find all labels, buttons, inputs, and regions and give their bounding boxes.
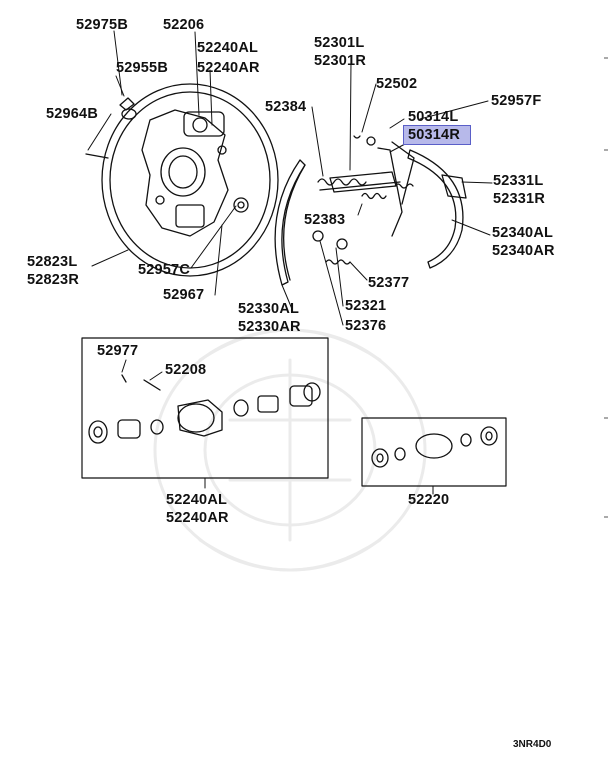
part-label-52377[interactable]: 52377: [368, 275, 410, 291]
part-label-52331R[interactable]: 52331R: [493, 191, 545, 207]
part-label-52957F[interactable]: 52957F: [491, 93, 542, 109]
part-label-52321[interactable]: 52321: [345, 298, 387, 314]
part-label-52240AR-box[interactable]: 52240AR: [166, 510, 229, 526]
part-label-52240AL-top[interactable]: 52240AL: [197, 40, 259, 56]
part-label-52220[interactable]: 52220: [408, 492, 450, 508]
watermark-emblem: [153, 328, 427, 572]
part-label-50314L[interactable]: 50314L: [408, 109, 459, 125]
part-label-52376[interactable]: 52376: [345, 318, 387, 334]
part-label-52330AL[interactable]: 52330AL: [238, 301, 300, 317]
drawing-code: 3NR4D0: [513, 739, 552, 750]
wheel-cylinder-drawing: [88, 359, 321, 444]
part-label-52331L[interactable]: 52331L: [493, 173, 544, 189]
repair-kit-box: [361, 417, 507, 487]
part-label-52330AR[interactable]: 52330AR: [238, 319, 301, 335]
part-label-52301L[interactable]: 52301L: [314, 35, 365, 51]
part-label-52975B[interactable]: 52975B: [76, 17, 128, 33]
part-label-52383[interactable]: 52383: [304, 212, 346, 228]
part-label-52208[interactable]: 52208: [165, 362, 207, 378]
backing-plate-drawing: [85, 83, 279, 277]
part-label-52340AL[interactable]: 52340AL: [492, 225, 554, 241]
part-label-52823L[interactable]: 52823L: [27, 254, 78, 270]
adjuster-spring-drawing: [312, 135, 415, 265]
part-label-52340AR[interactable]: 52340AR: [492, 243, 555, 259]
brake-shoe-right-drawing: [407, 149, 467, 269]
part-label-52301R[interactable]: 52301R: [314, 53, 366, 69]
repair-kit-drawing: [371, 426, 498, 468]
part-label-52964B[interactable]: 52964B: [46, 106, 98, 122]
part-label-50314R-highlighted[interactable]: 50314R: [403, 125, 471, 145]
brake-shoe-left-drawing: [274, 159, 306, 286]
part-label-52206[interactable]: 52206: [163, 17, 205, 33]
part-label-52502[interactable]: 52502: [376, 76, 418, 92]
part-label-52823R[interactable]: 52823R: [27, 272, 79, 288]
part-label-52957C[interactable]: 52957C: [138, 262, 190, 278]
part-label-52967[interactable]: 52967: [163, 287, 205, 303]
leader-lines: [87, 30, 493, 326]
part-label-52240AR-top[interactable]: 52240AR: [197, 60, 260, 76]
part-label-52955B[interactable]: 52955B: [116, 60, 168, 76]
part-label-52977[interactable]: 52977: [97, 343, 139, 359]
part-label-52240AL-box[interactable]: 52240AL: [166, 492, 228, 508]
part-label-52384[interactable]: 52384: [265, 99, 307, 115]
